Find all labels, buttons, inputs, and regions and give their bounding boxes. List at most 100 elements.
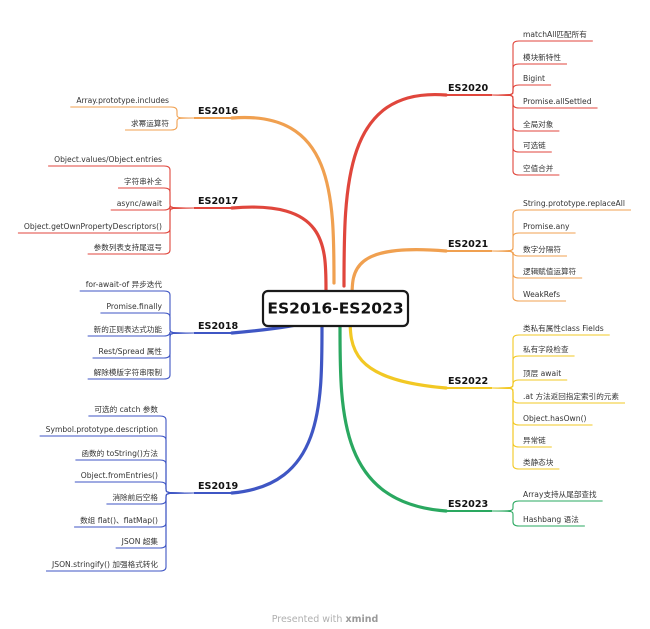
topic-es2017-1[interactable]: 字符串补全 [124, 176, 162, 186]
branch-label-es2018[interactable]: ES2018 [198, 321, 238, 332]
leaf-connector [491, 84, 520, 96]
topic-es2018-3[interactable]: Rest/Spread 属性 [99, 346, 163, 356]
leaf-connector [159, 492, 195, 572]
leaf-connector [491, 387, 520, 426]
leaf-connector [491, 500, 520, 512]
leaf-connector [170, 117, 195, 131]
topic-es2017-0[interactable]: Object.values/Object.entries [54, 155, 162, 164]
leaf-connector [491, 334, 520, 389]
connector-es2017 [230, 205, 328, 292]
topic-es2016-0[interactable]: Array.prototype.includes [76, 96, 169, 105]
leaf-connector [163, 165, 195, 209]
branch-label-es2023[interactable]: ES2023 [448, 499, 488, 510]
topic-es2018-0[interactable]: for-await-of 异步迭代 [86, 279, 163, 289]
topic-es2022-1[interactable]: 私有字段检查 [523, 344, 569, 354]
leaf-connector [163, 207, 195, 255]
leaf-connector [491, 355, 520, 389]
topic-es2019-7[interactable]: JSON.stringify() 加强格式转化 [51, 559, 158, 569]
connector-es2021 [350, 248, 448, 300]
topic-es2022-4[interactable]: Object.hasOwn() [523, 414, 587, 423]
topic-es2021-4[interactable]: WeakRefs [523, 290, 560, 299]
branch-label-es2022[interactable]: ES2022 [448, 376, 488, 387]
leaf-connector [163, 207, 195, 234]
leaf-connector [491, 387, 520, 448]
leaf-connector [491, 510, 520, 527]
leaf-connector [491, 94, 520, 109]
leaf-connector [491, 209, 520, 252]
leaf-connector [491, 94, 520, 132]
leaf-connector [163, 332, 195, 359]
leaf-connector [159, 492, 195, 505]
branch-label-es2016[interactable]: ES2016 [198, 106, 238, 117]
leaf-connector [163, 205, 195, 213]
topic-es2023-0[interactable]: Array支持从尾部查找 [523, 489, 597, 499]
topic-es2019-6[interactable]: JSON 超集 [121, 536, 159, 546]
topic-es2017-3[interactable]: Object.getOwnPropertyDescriptors() [24, 222, 162, 231]
leaf-connector [159, 481, 195, 494]
topic-es2018-2[interactable]: 新的正则表达式功能 [94, 324, 163, 334]
topic-es2020-4[interactable]: 全局对象 [523, 119, 554, 129]
leaf-connector [163, 312, 195, 334]
topic-es2019-1[interactable]: Symbol.prototype.description [46, 425, 159, 434]
topic-es2020-3[interactable]: Promise.allSettled [523, 97, 592, 106]
branch-label-es2017[interactable]: ES2017 [198, 196, 238, 207]
leaf-connector [491, 94, 520, 176]
topic-es2021-0[interactable]: String.prototype.replaceAll [523, 199, 625, 208]
topic-es2018-4[interactable]: 解除模版字符串限制 [94, 367, 163, 377]
central-topic-label: ES2016-ES2023 [267, 300, 403, 318]
topic-es2022-5[interactable]: 异常链 [523, 435, 546, 445]
topic-es2022-2[interactable]: 顶层 await [523, 369, 561, 378]
footer-branding: Presented with xmind [0, 614, 650, 625]
leaf-connector [163, 187, 195, 209]
topic-es2021-1[interactable]: Promise.any [523, 222, 570, 231]
connector-es2016 [230, 115, 336, 285]
topic-es2021-3[interactable]: 逻辑赋值运算符 [523, 266, 577, 276]
topic-es2020-6[interactable]: 空值合并 [523, 163, 554, 173]
branch-label-es2019[interactable]: ES2019 [198, 481, 238, 492]
leaf-connector [491, 250, 520, 302]
branch-label-es2021[interactable]: ES2021 [448, 239, 488, 250]
leaf-connector [491, 250, 520, 257]
topic-es2016-1[interactable]: 求幂运算符 [131, 118, 169, 128]
leaf-connector [491, 63, 520, 96]
leaf-connector [159, 459, 195, 494]
leaf-connector [159, 415, 195, 494]
central-topic[interactable]: ES2016-ES2023 [261, 289, 410, 328]
topic-es2017-4[interactable]: 参数列表支持尾逗号 [94, 242, 163, 252]
leaf-connector [163, 332, 195, 380]
topic-es2019-0[interactable]: 可选的 catch 参数 [94, 404, 158, 414]
topic-es2023-1[interactable]: Hashbang 语法 [523, 514, 579, 524]
xmind-logo: xmind [345, 614, 379, 625]
topic-es2019-5[interactable]: 数组 flat()、flatMap() [80, 515, 158, 525]
connector-es2023 [338, 325, 448, 513]
central-topic-box [261, 289, 410, 328]
topic-es2022-3[interactable]: .at 方法返回指定索引的元素 [523, 391, 619, 401]
topic-es2018-1[interactable]: Promise.finally [106, 302, 162, 311]
branch-label-es2020[interactable]: ES2020 [448, 83, 488, 94]
topic-es2022-0[interactable]: 类私有属性class Fields [523, 323, 604, 333]
topic-es2020-2[interactable]: Bigint [523, 74, 545, 83]
connector-es2020 [342, 93, 448, 288]
topic-es2020-0[interactable]: matchAll匹配所有 [523, 29, 587, 39]
topic-es2019-4[interactable]: 消除前后空格 [112, 492, 158, 502]
topic-es2022-6[interactable]: 类静态块 [523, 457, 554, 467]
topic-es2020-1[interactable]: 模块新特性 [523, 52, 561, 62]
leaf-connector [491, 94, 520, 153]
leaf-connector [170, 106, 195, 119]
leaf-connector [491, 379, 520, 389]
leaf-connector [491, 387, 520, 470]
leaf-connector [491, 232, 520, 252]
leaf-connector [159, 492, 195, 528]
leaf-connector [163, 290, 195, 334]
topic-es2019-3[interactable]: Object.fromEntries() [81, 471, 158, 480]
leaf-connector [159, 492, 195, 549]
leaf-connector [491, 40, 520, 96]
topic-es2019-2[interactable]: 函数的 toString()方法 [81, 448, 158, 458]
connector-es2019 [230, 325, 324, 495]
topic-es2021-2[interactable]: 数字分隔符 [523, 244, 561, 254]
topic-es2020-5[interactable]: 可选链 [523, 140, 546, 150]
topic-es2017-2[interactable]: async/await [117, 199, 162, 208]
leaf-connector [491, 387, 520, 404]
